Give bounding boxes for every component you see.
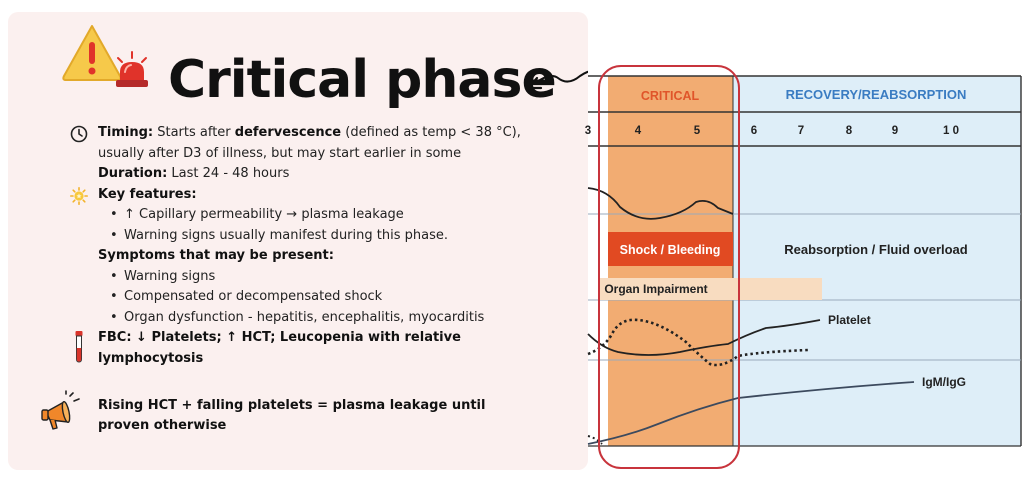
page-title: Critical phase: [168, 50, 557, 110]
alert-text: Rising HCT + falling platelets = plasma …: [98, 398, 486, 433]
timing-text-2: (defined as temp < 38 °C), usually after…: [98, 125, 521, 161]
hematocrit-curve: [587, 318, 809, 367]
day-label: 5: [694, 125, 701, 137]
symptoms-row: Symptoms that may be present:: [70, 246, 540, 267]
organ-label: Organ Impairment: [604, 282, 707, 296]
organ-band: [600, 278, 822, 300]
list-item: ↑ Capillary permeability → plasma leakag…: [110, 205, 540, 226]
dengue-course-diagram: CRITICAL RECOVERY/REABSORPTION 3 4 5 6 7…: [585, 65, 1022, 469]
day-label: 8: [846, 125, 853, 137]
day-label: 4: [635, 125, 642, 137]
shock-box: [608, 232, 733, 266]
duration-text: Last 24 - 48 hours: [167, 166, 290, 181]
timing-bold: defervescence: [234, 125, 342, 140]
reabsorption-label: Reabsorption / Fluid overload: [784, 242, 968, 257]
list-item: Warning signs usually manifest during th…: [110, 226, 540, 247]
clock-icon: [70, 125, 88, 143]
temperature-curve: [587, 187, 734, 220]
list-item: Warning signs: [110, 267, 540, 288]
key-features-label: Key features:: [98, 186, 197, 202]
list-item: Organ dysfunction - hepatitis, encephali…: [110, 308, 540, 329]
sun-icon: [70, 186, 89, 205]
fbc-row: FBC: ↓ Platelets; ↑ HCT; Leucopenia with…: [70, 328, 540, 369]
platelet-curve: [587, 319, 821, 356]
content-block: Timing: Starts after defervescence (defi…: [70, 123, 540, 369]
duration-row: Duration: Last 24 - 48 hours: [70, 164, 540, 185]
megaphone-icon: [41, 390, 80, 430]
recovery-region: [733, 76, 1021, 446]
timing-label: Timing:: [98, 125, 154, 140]
phase-critical: CRITICAL: [641, 89, 700, 103]
siren-icon: [116, 51, 148, 87]
symptoms-label: Symptoms that may be present:: [98, 248, 334, 263]
igm-label: IgM/IgG: [922, 375, 966, 389]
key-features-row: Key features:: [70, 185, 540, 206]
shock-label: Shock / Bleeding: [620, 243, 721, 257]
day-label: 6: [751, 125, 757, 137]
critical-highlight-ring: [598, 65, 740, 469]
igm-igg-curve: [587, 381, 915, 445]
timing-row: Timing: Starts after defervescence (defi…: [70, 123, 540, 164]
duration-label: Duration:: [98, 166, 168, 181]
platelet-label: Platelet: [828, 313, 871, 327]
day-label: 3: [585, 125, 591, 137]
symptoms-list: Warning signs Compensated or decompensat…: [70, 267, 540, 329]
list-item: Compensated or decompensated shock: [110, 287, 540, 308]
blood-tube-icon: [75, 331, 83, 363]
day-label: 9: [892, 125, 898, 137]
fbc-text: FBC: ↓ Platelets; ↑ HCT; Leucopenia with…: [98, 330, 461, 366]
day-label: 7: [798, 125, 804, 137]
day-label: 1 0: [943, 125, 959, 137]
timing-text-1: Starts after: [153, 125, 235, 140]
phase-recovery: RECOVERY/REABSORPTION: [786, 87, 967, 102]
key-features-list: ↑ Capillary permeability → plasma leakag…: [70, 205, 540, 246]
